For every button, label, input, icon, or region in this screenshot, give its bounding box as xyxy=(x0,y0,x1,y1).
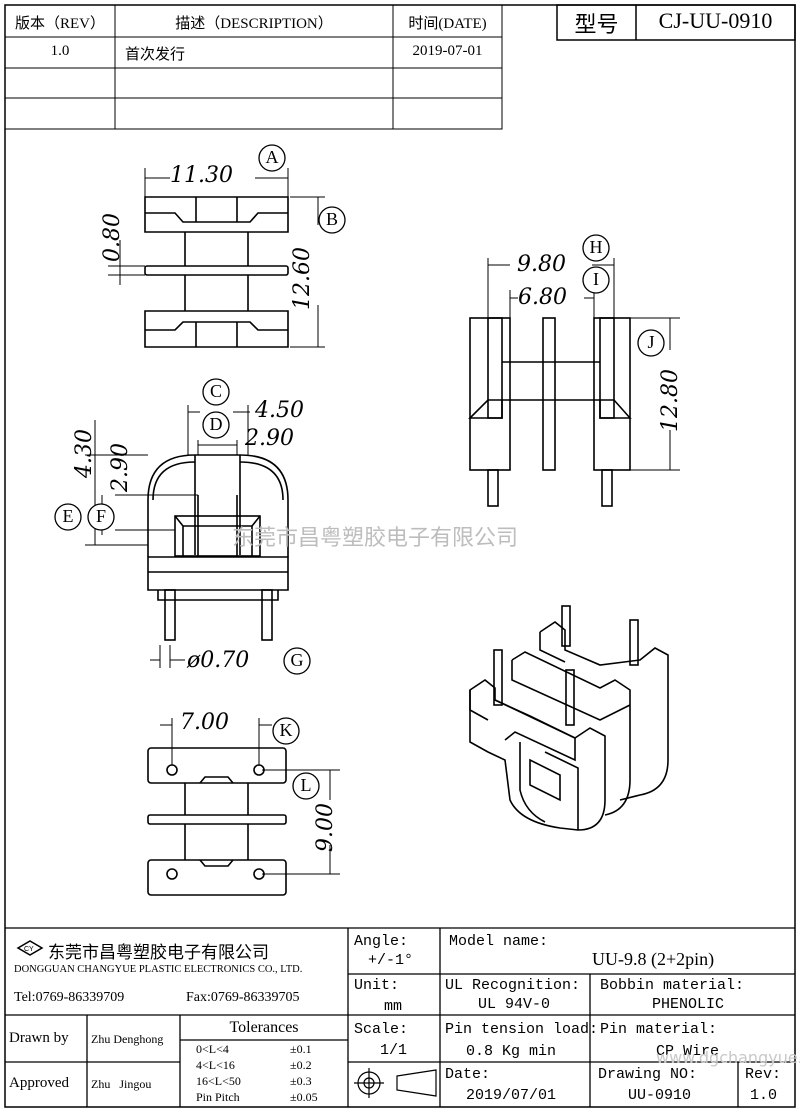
callout-A-letter: A xyxy=(265,147,279,167)
callout-K-letter: K xyxy=(279,720,293,740)
date-label: Date: xyxy=(445,1066,491,1083)
model-name-label: Model name: xyxy=(449,933,549,950)
dim-D-value: 2.90 xyxy=(245,426,294,451)
ul-label: UL Recognition: xyxy=(445,977,581,994)
tolerance-value-1: ±0.1 xyxy=(290,1042,312,1056)
revision-table-grid xyxy=(4,4,503,130)
model-label: 型号 xyxy=(574,13,619,38)
dim-L-value: 9.00 xyxy=(313,803,338,852)
dim-E-value: 4.30 xyxy=(72,429,97,478)
drawing-no-label: Drawing NO: xyxy=(598,1066,698,1083)
dim-B-value: 12.60 xyxy=(290,247,315,310)
pin-material-value: CP Wire xyxy=(656,1043,720,1060)
model-number: CJ-UU-0910 xyxy=(658,8,773,33)
tolerances-title: Tolerances xyxy=(229,1019,299,1036)
approved-value: Zhu Jingou xyxy=(91,1077,152,1091)
rev-cell: 1.0 xyxy=(50,43,70,59)
pin-tension-label: Pin tension load: xyxy=(445,1021,599,1038)
date-header: 时间(DATE) xyxy=(408,16,487,32)
tolerance-range-2: 4<L<16 xyxy=(196,1058,235,1072)
unit-label: Unit: xyxy=(354,977,400,994)
bobbin-label: Bobbin material: xyxy=(600,977,745,994)
date-value: 2019/07/01 xyxy=(466,1087,557,1104)
title-block-grid xyxy=(5,927,795,1107)
company-tel: Tel:0769-86339709 xyxy=(14,990,125,1005)
callout-L-letter: L xyxy=(300,775,312,795)
ul-value: UL 94V-0 xyxy=(478,996,551,1013)
date-cell: 2019-07-01 xyxy=(412,43,483,59)
drawn-by-value: Zhu Denghong xyxy=(91,1032,164,1046)
watermark-url: www.dgchangyue.net xyxy=(656,1048,800,1067)
callout-I-letter: I xyxy=(593,269,599,289)
callout-E-letter: E xyxy=(62,506,74,526)
rev-value: 1.0 xyxy=(750,1087,778,1104)
view-end xyxy=(147,454,289,641)
watermark-company: 东莞市昌粤塑胶电子有限公司 xyxy=(232,526,519,551)
dim-C-value: 4.50 xyxy=(255,398,304,423)
company-fax: Fax:0769-86339705 xyxy=(186,990,300,1005)
dim-H-value: 9.80 xyxy=(517,252,566,277)
callout-G-letter: G xyxy=(290,650,304,670)
tolerance-value-2: ±0.2 xyxy=(290,1058,312,1072)
view-right-side xyxy=(468,317,632,507)
tolerance-value-4: ±0.05 xyxy=(290,1090,318,1104)
scale-value: 1/1 xyxy=(380,1042,408,1059)
dim-080-value: 0.80 xyxy=(100,213,125,262)
scale-label: Scale: xyxy=(354,1021,409,1038)
callout-C-letter: C xyxy=(209,381,222,401)
tolerance-value-3: ±0.3 xyxy=(290,1074,312,1088)
callout-H-letter: H xyxy=(589,237,603,257)
callout-F-letter: F xyxy=(95,506,106,526)
angle-label: Angle: xyxy=(354,933,409,950)
pin-tension-value: 0.8 Kg min xyxy=(466,1043,557,1060)
angle-value: +/-1° xyxy=(368,952,414,969)
drawing-no-value: UU-0910 xyxy=(628,1087,692,1104)
rev-header: 版本（REV） xyxy=(14,16,105,32)
dim-F-value: 2.90 xyxy=(108,443,133,492)
dim-lines-view3 xyxy=(160,718,340,875)
desc-cell: 首次发行 xyxy=(125,47,186,63)
dim-lines-view1 xyxy=(108,168,325,348)
dim-I-value: 6.80 xyxy=(518,285,567,310)
dim-G-value: ø0.70 xyxy=(187,648,250,673)
rev-label: Rev: xyxy=(745,1066,782,1083)
drawn-by-label: Drawn by xyxy=(9,1030,69,1046)
callout-D-letter: D xyxy=(209,414,223,434)
dim-K-value: 7.00 xyxy=(180,710,229,735)
dim-lines-view4 xyxy=(487,258,680,471)
unit-value: mm xyxy=(384,998,403,1015)
company-name-cn: 东莞市昌粤塑胶电子有限公司 xyxy=(48,943,269,963)
view-bottom xyxy=(147,747,287,896)
model-name-value: UU-9.8 (2+2pin) xyxy=(592,949,715,969)
tolerance-range-4: Pin Pitch xyxy=(196,1090,240,1104)
company-logo: CY xyxy=(16,940,44,956)
callout-J-letter: J xyxy=(647,332,655,352)
tolerance-range-3: 16<L<50 xyxy=(196,1074,241,1088)
tolerance-range-1: 0<L<4 xyxy=(196,1042,229,1056)
projection-symbol-icon xyxy=(354,1068,437,1098)
model-box-grid xyxy=(556,4,796,41)
company-name-en: DONGGUAN CHANGYUE PLASTIC ELECTRONICS CO… xyxy=(14,964,303,975)
approved-label: Approved xyxy=(9,1075,69,1091)
view-isometric xyxy=(469,605,669,831)
dim-J-value: 12.80 xyxy=(658,369,683,432)
pin-material-label: Pin material: xyxy=(600,1021,718,1038)
callout-B-letter: B xyxy=(325,209,338,229)
dim-A-value: 11.30 xyxy=(170,163,233,188)
view-top-side xyxy=(144,196,289,348)
bobbin-value: PHENOLIC xyxy=(652,996,725,1013)
desc-header: 描述（DESCRIPTION） xyxy=(175,16,333,32)
logo-mark: CY xyxy=(24,946,34,953)
